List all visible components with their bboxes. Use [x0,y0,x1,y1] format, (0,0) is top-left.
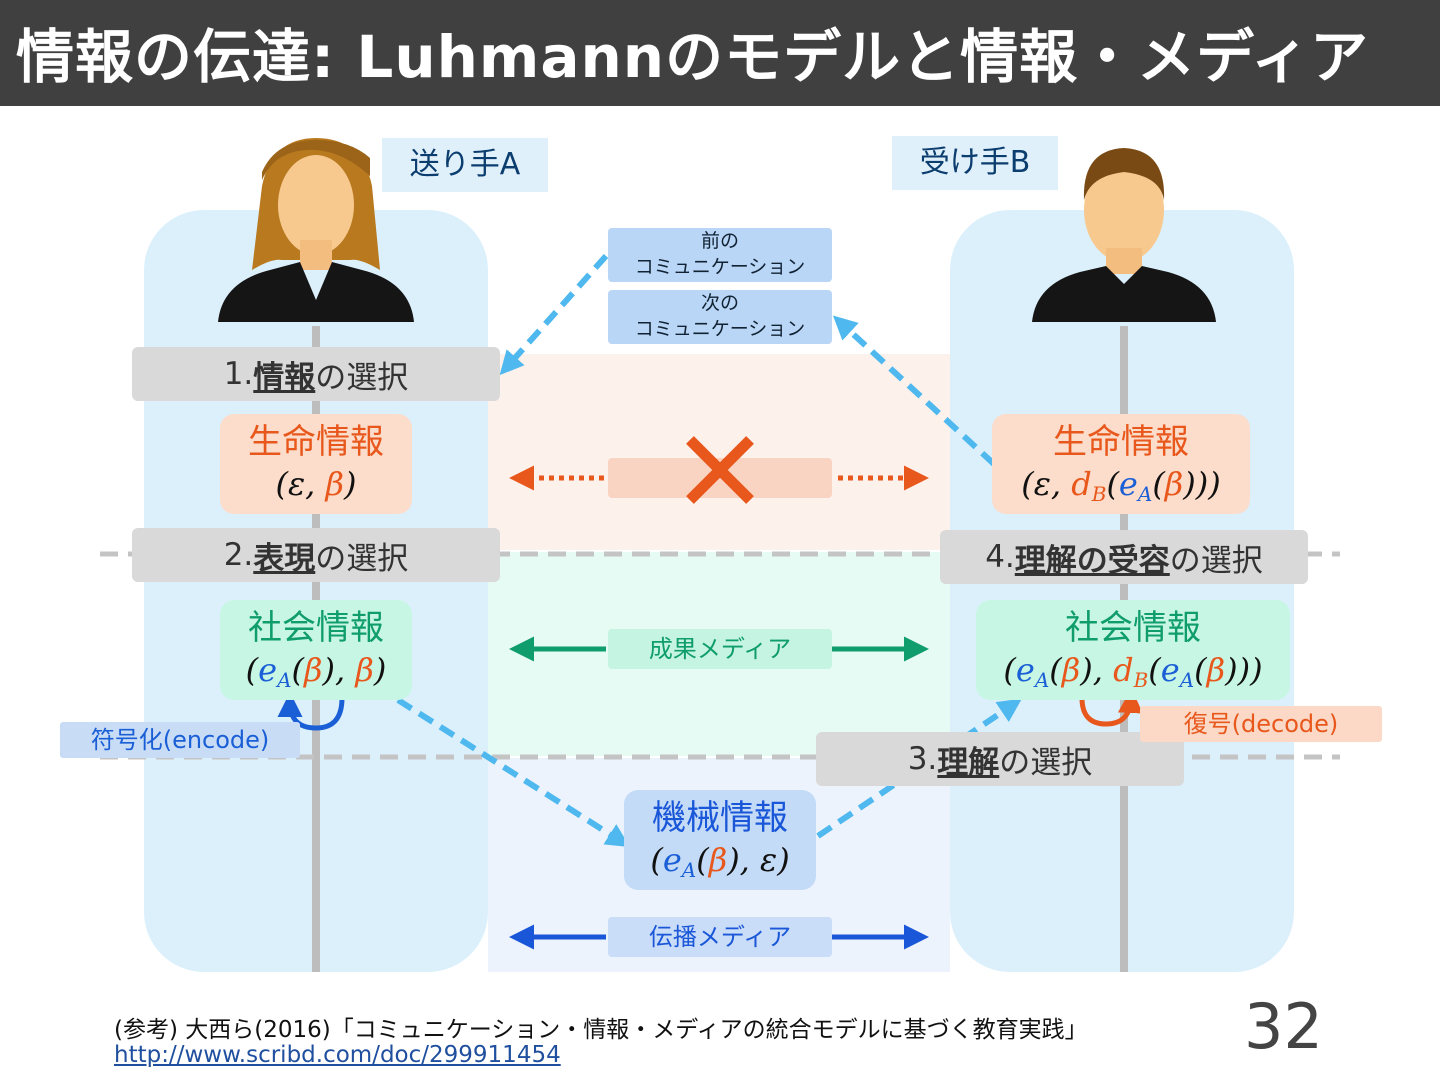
receiver-social-info-label: 社会情報 [1065,608,1201,648]
to-machine-arrow [396,697,631,848]
step-1-key: 情報 [253,359,316,396]
step-3-understanding-selection: 3. 理解の選択 [816,732,1184,786]
sender-social-info-label: 社会情報 [248,608,384,648]
prev-comm-line2: コミュニケーション [634,256,806,278]
next-communication-box: 次の コミュニケーション [608,290,832,344]
next-comm-arrow [832,315,997,467]
prev-communication-box: 前の コミュニケーション [608,228,832,282]
receiver-life-info-formula: (ε, dB(eA(β))) [1021,465,1221,506]
transmission-media-label: 伝播メディア [608,917,832,957]
step-4-rest: の選択 [1169,542,1263,579]
slide-title: 情報の伝達: Luhmannのモデルと情報・メディア [16,23,1370,91]
life-band [488,354,950,550]
step-3-key: 理解 [937,744,1000,781]
receiver-social-info-formula: (eA(β), dB(eA(β))) [1003,651,1263,692]
next-comm-line1: 次の [700,292,739,314]
prev-comm-line1: 前の [700,230,739,252]
page-number: 32 [1244,990,1323,1063]
decode-label: 復号(decode) [1140,706,1382,742]
result-media-label: 成果メディア [608,629,832,669]
decode-curve [1079,688,1143,727]
step-1-rest: の選択 [315,359,409,396]
encode-curve [277,692,345,731]
step-1-num: 1. [223,356,254,392]
cross-icon [686,436,754,504]
step-4-key: 理解の受容 [1014,542,1170,579]
step-1-info-selection: 1. 情報の選択 [132,347,500,401]
receiver-label: 受け手B [892,136,1058,190]
step-2-key: 表現 [253,540,316,577]
reference-link[interactable]: http://www.scribd.com/doc/299911454 [114,1042,561,1068]
receiver-life-info-label: 生命情報 [1053,422,1189,462]
sender-life-info-formula: (ε, β) [275,465,357,503]
machine-info-label: 機械情報 [652,798,788,838]
step-2-rest: の選択 [315,540,409,577]
step-3-num: 3. [907,741,938,777]
prev-comm-arrow [499,254,609,376]
step-2-expression-selection: 2. 表現の選択 [132,528,500,582]
encode-label: 符号化(encode) [60,722,300,758]
sender-social-info-box: 社会情報 (eA(β), β) [220,600,412,700]
sender-avatar [218,138,414,322]
receiver-life-info-box: 生命情報 (ε, dB(eA(β))) [992,414,1250,514]
sender-label: 送り手A [382,138,548,192]
sender-social-info-formula: (eA(β), β) [245,651,387,692]
step-4-num: 4. [985,539,1015,575]
step-3-rest: の選択 [999,744,1093,781]
step-2-num: 2. [223,537,254,573]
sender-life-info-label: 生命情報 [248,422,384,462]
reference-text: (参考) 大西ら(2016)「コミュニケーション・情報・メディアの統合モデルに基… [114,1017,1088,1043]
receiver-social-info-box: 社会情報 (eA(β), dB(eA(β))) [976,600,1290,700]
machine-info-formula: (eA(β), ε) [650,841,790,882]
step-4-acceptance-selection: 4. 理解の受容の選択 [940,530,1308,584]
next-comm-line2: コミュニケーション [634,318,806,340]
receiver-avatar [1032,148,1216,322]
sender-life-info-box: 生命情報 (ε, β) [220,414,412,514]
from-machine-arrow [816,698,1022,839]
title-bar: 情報の伝達: Luhmannのモデルと情報・メディア [0,0,1440,106]
machine-info-box: 機械情報 (eA(β), ε) [624,790,816,890]
